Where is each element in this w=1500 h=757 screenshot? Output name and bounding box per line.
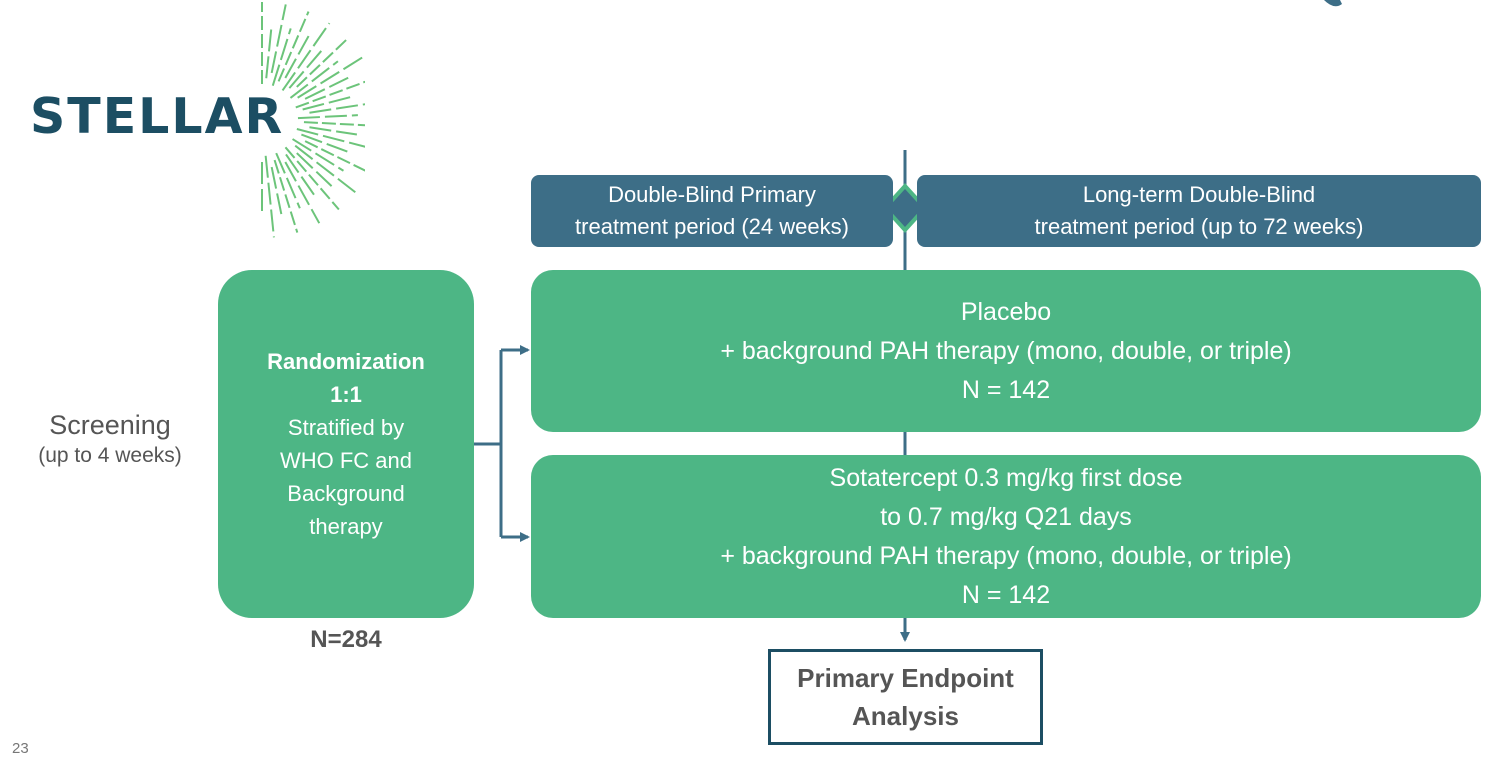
- randomization-desc-line: Stratified by: [287, 415, 405, 440]
- endpoint-line: Analysis: [852, 701, 959, 731]
- randomization-desc-line: therapy: [309, 514, 383, 539]
- burst-ray: [275, 152, 301, 209]
- screening-label: Screening (up to 4 weeks): [10, 408, 210, 470]
- burst-ray: [304, 140, 365, 172]
- burst-ray: [304, 76, 349, 100]
- primary-period-header: Double-Blind Primary treatment period (2…: [531, 175, 893, 247]
- randomization-ratio: 1:1: [330, 382, 362, 407]
- burst-ray: [281, 22, 331, 92]
- burst-ray: [277, 11, 310, 82]
- long-term-period-header: Long-term Double-Blind treatment period …: [917, 175, 1481, 247]
- burst-ray: [296, 128, 365, 148]
- burst-ray: [270, 166, 283, 215]
- total-n-label: N=284: [310, 626, 382, 653]
- endpoint-line: Primary Endpoint: [797, 663, 1014, 693]
- primary-endpoint-box: Primary Endpoint Analysis: [768, 649, 1043, 745]
- burst-ray: [284, 146, 340, 211]
- burst-ray: [294, 144, 356, 194]
- burst-ray: [309, 103, 365, 114]
- logo-burst-graphic: [261, 2, 365, 238]
- burst-ray: [284, 35, 310, 79]
- burst-ray: [292, 138, 344, 172]
- burst-ray: [302, 94, 356, 111]
- arm-line: Sotatercept 0.3 mg/kg first dose: [829, 463, 1183, 492]
- burst-ray: [289, 60, 339, 99]
- period-line: treatment period (up to 72 weeks): [1034, 214, 1364, 239]
- randomization-box: Randomization 1:1 Stratified by WHO FC a…: [218, 270, 474, 618]
- corner-decoration: [1324, 0, 1342, 7]
- randomization-title: Randomization: [267, 349, 425, 374]
- logo-text: STELLAR: [30, 88, 285, 145]
- slide-number: 23: [12, 740, 29, 757]
- burst-ray: [303, 121, 365, 127]
- burst-ray: [296, 152, 333, 187]
- period-line: Double-Blind Primary: [608, 182, 816, 207]
- placebo-arm-box: Placebo + background PAH therapy (mono, …: [531, 270, 1481, 432]
- arm-line: + background PAH therapy (mono, double, …: [720, 541, 1292, 570]
- burst-ray: [288, 46, 326, 89]
- burst-ray: [295, 80, 365, 109]
- burst-ray: [285, 153, 318, 200]
- arm-line: + background PAH therapy (mono, double, …: [720, 336, 1292, 365]
- burst-ray: [273, 159, 299, 233]
- arm-line: to 0.7 mg/kg Q21 days: [880, 502, 1132, 531]
- burst-ray: [309, 126, 358, 136]
- burst-ray: [271, 28, 292, 86]
- arm-line: Placebo: [960, 297, 1052, 326]
- arm-n-label: N = 142: [961, 580, 1051, 609]
- period-line: Long-term Double-Blind: [1082, 182, 1316, 207]
- screening-title: Screening: [49, 410, 171, 440]
- screening-duration: (up to 4 weeks): [38, 444, 182, 467]
- arm-n-label: N = 142: [961, 375, 1051, 404]
- period-line: treatment period (24 weeks): [575, 214, 849, 239]
- burst-ray: [301, 133, 353, 155]
- burst-ray: [297, 114, 358, 120]
- burst-ray: [297, 56, 363, 99]
- burst-ray: [270, 4, 287, 74]
- sotatercept-arm-box: Sotatercept 0.3 mg/kg first dose to 0.7 …: [531, 455, 1481, 618]
- randomization-desc-line: WHO FC and: [279, 448, 413, 473]
- burst-ray: [284, 161, 321, 224]
- burst-ray: [296, 37, 349, 88]
- burst-ray: [265, 24, 273, 79]
- randomization-desc-line: Background: [287, 481, 405, 506]
- burst-ray: [264, 155, 275, 238]
